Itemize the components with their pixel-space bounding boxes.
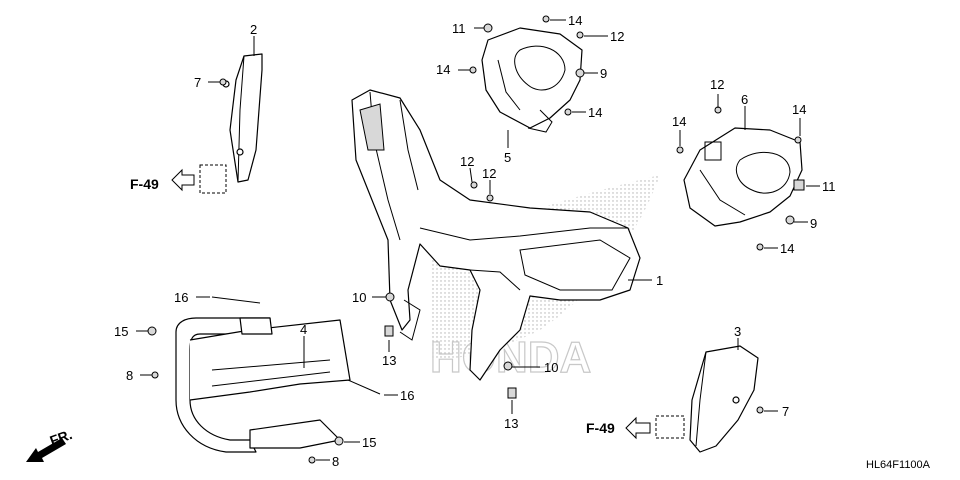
callout-12-center-a: 12 <box>460 154 474 169</box>
callout-5: 5 <box>504 150 511 165</box>
callout-16-left: 16 <box>174 290 188 305</box>
honda-watermark-text: HONDA <box>430 333 591 382</box>
callout-11-right: 11 <box>822 179 836 194</box>
callout-9-right: 9 <box>810 216 817 231</box>
callout-13-center: 13 <box>504 416 518 431</box>
callout-14-right-a: 14 <box>672 114 686 129</box>
part-4-guard-frame <box>175 317 351 453</box>
callout-14-right-b: 14 <box>792 102 806 117</box>
reference-left: F-49 <box>130 168 195 192</box>
front-label: FR. <box>48 426 75 449</box>
callout-2: 2 <box>250 22 257 37</box>
callout-13-left: 13 <box>382 353 396 368</box>
callout-11-top: 11 <box>452 21 466 36</box>
callout-4: 4 <box>300 322 307 337</box>
callout-14-top: 14 <box>568 13 582 28</box>
callout-10-left: 10 <box>352 290 366 305</box>
callout-8-left: 8 <box>126 368 133 383</box>
ref-left-label: F-49 <box>130 176 159 192</box>
callout-1: 1 <box>656 273 663 288</box>
ref-right-label: F-49 <box>586 420 615 436</box>
callout-labels: 1 2 3 4 5 6 7 7 8 8 9 9 10 10 11 11 12 1… <box>114 13 836 469</box>
ref-right-arrow-icon <box>625 416 651 440</box>
callout-7-left: 7 <box>194 75 201 90</box>
part-5-top-cover <box>481 27 583 133</box>
callout-3: 3 <box>734 324 741 339</box>
callout-15-left: 15 <box>114 324 128 339</box>
ref-left-arrow-icon <box>171 168 195 192</box>
callout-14-mid: 14 <box>588 105 602 120</box>
callout-14-right-c: 14 <box>780 241 794 256</box>
callout-16-right: 16 <box>400 388 414 403</box>
callout-10-center: 10 <box>544 360 558 375</box>
callout-14-left: 14 <box>436 62 450 77</box>
leader-lines <box>136 19 820 461</box>
reference-right: F-49 <box>586 416 651 440</box>
callout-6: 6 <box>741 92 748 107</box>
callout-7-right: 7 <box>782 404 789 419</box>
part-6-right-cover <box>683 127 803 227</box>
callout-8-bottom: 8 <box>332 454 339 469</box>
part-3-right-lower-panel <box>655 345 759 453</box>
part-2-left-panel <box>199 53 263 194</box>
callout-15-bottom: 15 <box>362 435 376 450</box>
diagram-code: HL64F1100A <box>866 459 931 471</box>
part-1-main-cowl <box>351 89 641 381</box>
callout-12-center-b: 12 <box>482 166 496 181</box>
callout-12-top: 12 <box>610 29 624 44</box>
callout-12-right: 12 <box>710 77 724 92</box>
front-arrow-icon <box>26 438 66 462</box>
callout-9-top: 9 <box>600 66 607 81</box>
front-direction: FR. <box>26 426 74 462</box>
